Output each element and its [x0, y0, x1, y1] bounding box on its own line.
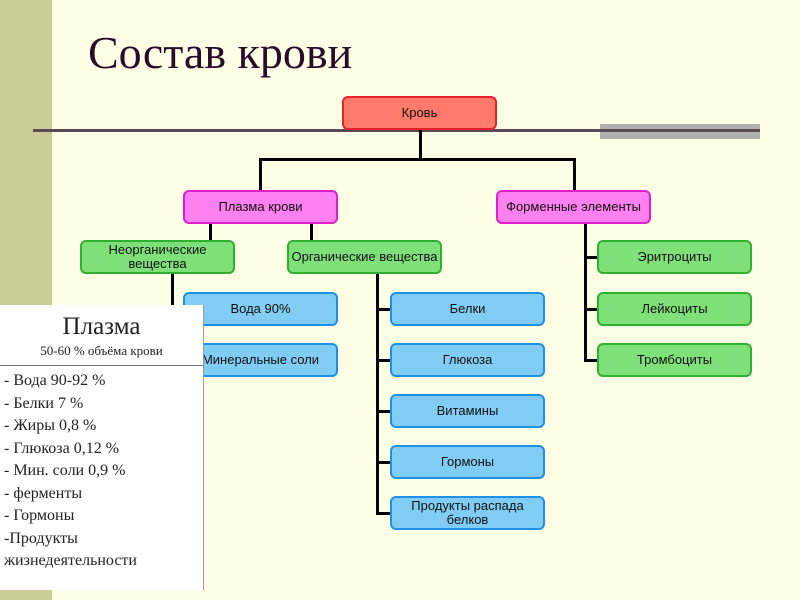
- slide-title: Состав крови: [88, 27, 353, 78]
- connector: [376, 274, 379, 515]
- node-glucose: Глюкоза: [390, 343, 545, 377]
- node-blood: Кровь: [342, 96, 497, 130]
- list-item: -Продукты: [4, 529, 78, 547]
- node-inorganic: Неорганические вещества: [80, 240, 235, 274]
- list-item: - Мин. соли 0,9 %: [4, 462, 126, 479]
- node-plasma: Плазма крови: [183, 190, 338, 224]
- node-hormones: Гормоны: [390, 445, 545, 479]
- list-item: - Гормоны: [4, 507, 75, 524]
- list-item: - Глюкоза 0,12 %: [4, 439, 120, 457]
- node-leukocytes: Лейкоциты: [597, 292, 752, 326]
- connector: [376, 410, 391, 413]
- node-formed-elements: Форменные элементы: [496, 190, 651, 224]
- node-organic: Органические вещества: [287, 240, 442, 274]
- connector: [376, 461, 391, 464]
- connector: [573, 158, 576, 191]
- connector: [376, 308, 391, 311]
- node-erythrocytes: Эритроциты: [597, 240, 752, 274]
- connector: [584, 224, 587, 362]
- list-item: жизнедеятельности: [4, 552, 137, 569]
- node-vitamins: Витамины: [390, 394, 545, 428]
- list-item: - Жиры 0,8 %: [4, 417, 97, 434]
- title-rule: [33, 129, 760, 132]
- connector: [376, 512, 391, 515]
- rule-accent: [600, 124, 760, 139]
- connector: [310, 224, 313, 241]
- node-protein-breakdown: Продукты распада белков: [390, 496, 545, 530]
- connector: [584, 308, 598, 311]
- connector: [259, 158, 262, 191]
- node-water: Вода 90%: [183, 292, 338, 326]
- panel-divider: [0, 365, 203, 366]
- panel-list: - Вода 90-92 % - Белки 7 % - Жиры 0,8 % …: [0, 366, 203, 573]
- list-item: - ферменты: [4, 484, 83, 502]
- connector: [584, 256, 598, 259]
- connector: [376, 359, 391, 362]
- node-proteins: Белки: [390, 292, 545, 326]
- connector: [584, 359, 598, 362]
- plasma-panel: Плазма 50-60 % объёма крови - Вода 90-92…: [0, 305, 204, 590]
- node-mineral-salts: Минеральные соли: [183, 343, 338, 377]
- list-item: - Вода 90-92 %: [4, 372, 106, 389]
- list-item: - Белки 7 %: [4, 394, 84, 412]
- panel-title: Плазма: [62, 313, 141, 340]
- connector: [419, 130, 422, 161]
- connector: [259, 158, 576, 161]
- node-platelets: Тромбоциты: [597, 343, 752, 377]
- connector: [209, 224, 212, 241]
- panel-subtitle: 50-60 % объёма крови: [40, 343, 163, 358]
